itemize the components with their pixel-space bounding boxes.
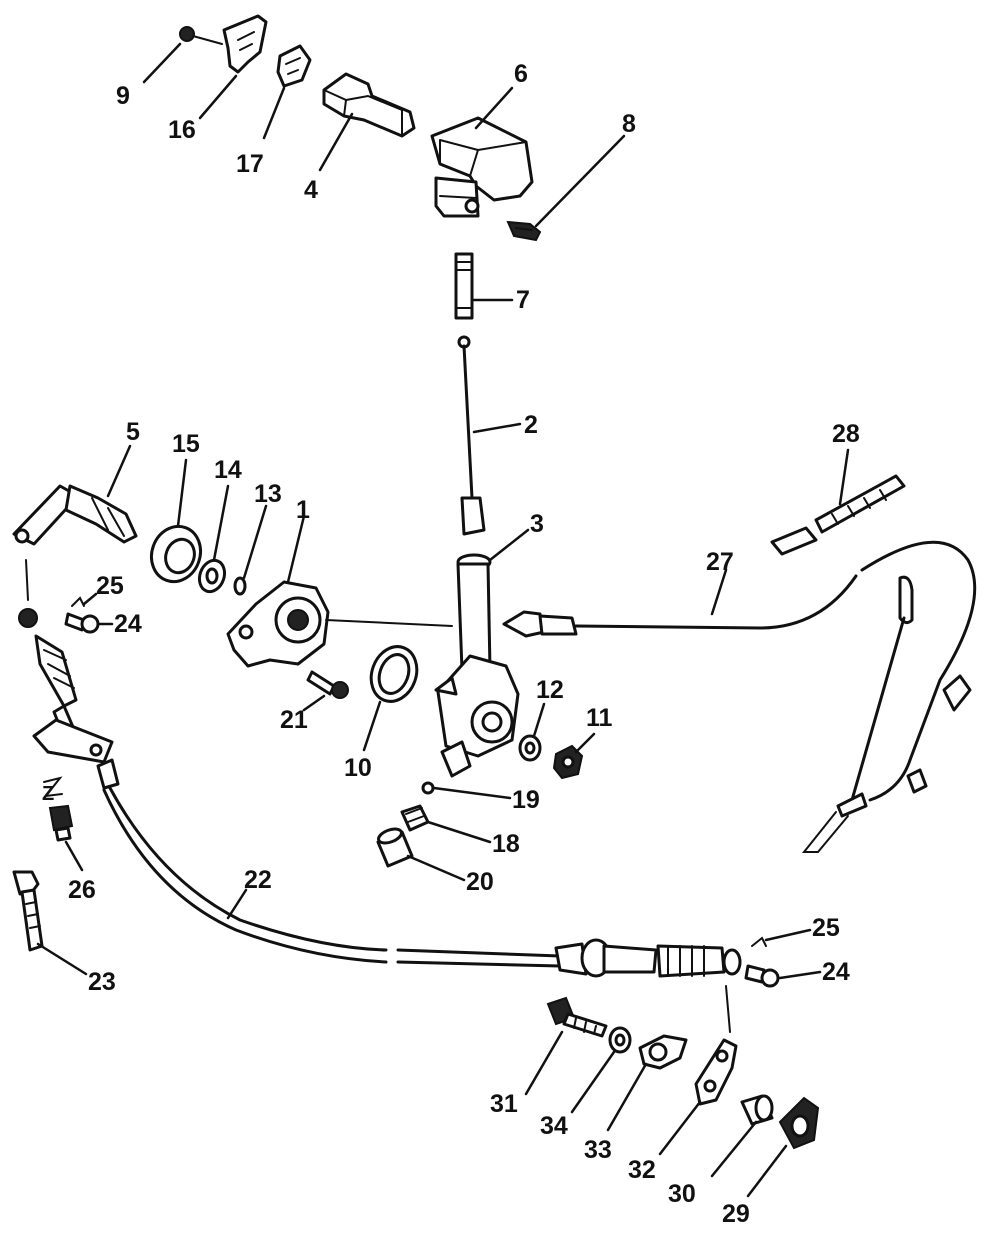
label-34: 34 <box>540 1112 568 1140</box>
label-21: 21 <box>280 706 308 734</box>
label-6: 6 <box>514 60 528 88</box>
part-16-clip <box>222 14 268 74</box>
label-4: 4 <box>304 176 318 204</box>
part-29-cap <box>778 1096 820 1150</box>
label-5: 5 <box>126 418 140 446</box>
part-1-bracket <box>226 580 453 668</box>
part-28-tie-strap <box>770 474 906 556</box>
label-25-right: 25 <box>812 914 840 942</box>
part-14-washer <box>197 558 227 594</box>
label-z: Z <box>42 783 54 805</box>
part-30-bushing <box>740 1094 774 1126</box>
part-12-washer <box>518 734 542 762</box>
label-33: 33 <box>584 1136 612 1164</box>
part-6-handle <box>430 116 534 218</box>
part-10-seal-ring <box>369 645 419 703</box>
part-11-nut <box>552 744 584 780</box>
z-mark <box>43 776 63 798</box>
label-7: 7 <box>516 286 530 314</box>
label-13: 13 <box>254 480 282 508</box>
part-4-lever <box>322 72 416 138</box>
label-29: 29 <box>722 1200 750 1228</box>
label-15: 15 <box>172 430 200 458</box>
leader-lines <box>36 42 850 1198</box>
label-23: 23 <box>88 968 116 996</box>
label-11: 11 <box>586 704 613 732</box>
label-14: 14 <box>214 456 242 484</box>
label-24-right: 24 <box>822 958 850 986</box>
label-12: 12 <box>536 676 564 704</box>
part-17-retainer <box>276 44 312 88</box>
label-25-left: 25 <box>96 572 124 600</box>
part-18-spring <box>400 804 430 832</box>
label-3: 3 <box>530 510 544 538</box>
label-20: 20 <box>466 868 494 896</box>
label-19: 19 <box>512 786 540 814</box>
part-23-bolt <box>12 870 44 952</box>
part-20-cap <box>376 827 414 868</box>
label-18: 18 <box>492 830 520 858</box>
part-34-washer <box>608 1026 632 1054</box>
label-10: 10 <box>344 754 372 782</box>
label-1: 1 <box>296 496 310 524</box>
label-17: 17 <box>236 150 264 178</box>
part-31-bolt <box>546 996 608 1038</box>
part-25-pin-right <box>751 936 767 947</box>
part-8-screw <box>506 220 542 242</box>
label-16: 16 <box>168 116 196 144</box>
part-15-bushing <box>149 524 203 584</box>
part-13-ring <box>233 576 247 596</box>
label-22: 22 <box>244 866 272 894</box>
part-24-pin-left <box>64 612 100 634</box>
label-32: 32 <box>628 1156 656 1184</box>
part-3-shaft-housing <box>434 553 520 778</box>
label-30: 30 <box>668 1180 696 1208</box>
part-27-cable <box>502 540 977 853</box>
part-2-rod <box>457 335 486 536</box>
part-5-shift-shaft <box>12 484 138 546</box>
part-7-shaft <box>454 252 474 320</box>
part-bracket-plate <box>32 718 114 764</box>
part-33-cam <box>638 1034 688 1070</box>
label-27: 27 <box>706 548 734 576</box>
part-19-ball <box>421 781 435 795</box>
label-26: 26 <box>68 876 96 904</box>
label-2: 2 <box>524 411 538 439</box>
part-21-bolt <box>306 670 349 699</box>
label-24-left: 24 <box>114 610 142 638</box>
label-9: 9 <box>116 82 130 110</box>
part-22-cable <box>96 758 742 978</box>
part-9-screw <box>179 26 223 45</box>
part-24-pin-right <box>744 964 780 988</box>
label-28: 28 <box>832 420 860 448</box>
part-25-pin-left <box>71 596 85 607</box>
part-26-screw <box>48 804 74 842</box>
callout-labels: 1 2 3 4 5 6 7 8 9 10 11 12 13 14 15 16 1… <box>42 60 860 1228</box>
part-32-lever-plate <box>694 985 738 1106</box>
label-31: 31 <box>490 1090 518 1118</box>
label-8: 8 <box>622 110 636 138</box>
